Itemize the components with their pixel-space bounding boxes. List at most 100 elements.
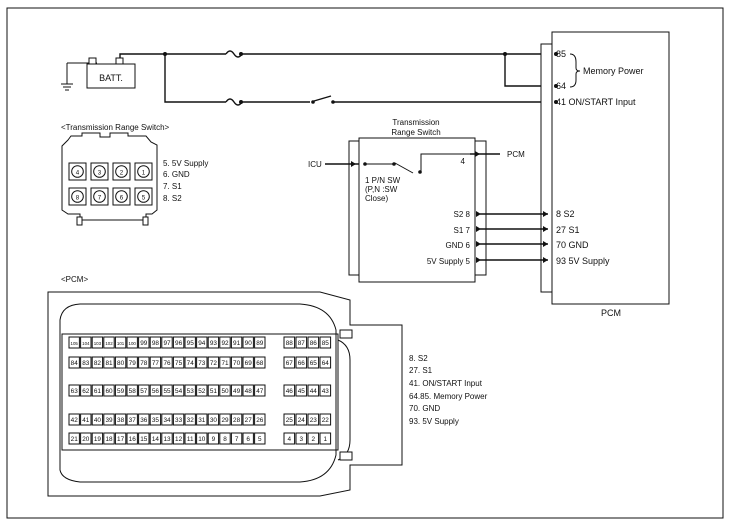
pcm-pin-number: 90 (245, 340, 253, 347)
pcm-pin-number: 81 (105, 360, 113, 367)
pcm-pin-cell (126, 432, 138, 445)
pcm-pin-cell (230, 413, 243, 426)
pcm-pin-number: 1 (324, 436, 328, 443)
pcm-pin-number: 72 (210, 360, 218, 367)
pcm-pin-number: 104 (82, 341, 90, 346)
pcm-pin-number: 80 (117, 360, 125, 367)
pcm-terminal-8: 8 S2 (556, 209, 575, 219)
pcm-pin-cell (91, 336, 104, 349)
pcm-pin-number: 85 (322, 340, 330, 347)
pcm-pin-cell (242, 413, 254, 426)
pcm-pin-cell (219, 432, 231, 445)
pcm-pin-number: 32 (187, 417, 195, 424)
trs-pin-number: 3 (98, 170, 102, 177)
pcm-pin-cell (319, 384, 332, 397)
pcm-pin-number: 96 (175, 340, 183, 347)
battery-group: BATT. (61, 57, 136, 91)
pcm-pin-cell (319, 356, 332, 369)
pcm-pin-number: 7 (235, 436, 239, 443)
pcm-pin-number: 29 (221, 417, 229, 424)
pcm-pin-cell (295, 432, 308, 445)
pcm-pin-number: 97 (163, 340, 171, 347)
pcm-pin-number: 38 (117, 417, 125, 424)
pcm-pin-cell (242, 336, 254, 349)
pcm-pin-number: 83 (82, 360, 90, 367)
pcm-pin-number: 43 (322, 388, 330, 395)
pcm-pin-cell (149, 432, 162, 445)
pcm-pin-cell (149, 336, 162, 349)
pcm-pin-number: 93 (210, 340, 218, 347)
pcm-pin-number: 20 (82, 436, 90, 443)
pcm-pin-number: 57 (140, 388, 148, 395)
trs-pin-4: 4 (461, 157, 466, 166)
fuse-icon (225, 50, 243, 58)
pcm-pin-number: 22 (322, 417, 330, 424)
pcm-pin-number: 69 (245, 360, 253, 367)
signal-wires (476, 211, 548, 263)
pcm-pin-number: 95 (187, 340, 195, 347)
pcm-pin-cell (161, 336, 173, 349)
pcm-pin-number: 42 (71, 417, 79, 424)
pcm-pin-cell (283, 336, 296, 349)
pcm-pin-cell (114, 336, 127, 349)
pcm-pin-cell (172, 384, 185, 397)
pcm-pin-number: 16 (129, 436, 137, 443)
pcm-pin-number: 31 (198, 417, 206, 424)
trs-pin-gnd: GND 6 (446, 241, 471, 250)
pcm-pin-number: 84 (71, 360, 79, 367)
trs-pin-number: 1 (142, 170, 146, 177)
pcm-pin-cell (242, 432, 254, 445)
pcm-pin-number: 86 (310, 340, 318, 347)
pcm-pin-number: 23 (310, 417, 318, 424)
pcm-pin-number: 105 (71, 341, 79, 346)
pcm-pin-cell (114, 384, 127, 397)
pcm-pin-cell (80, 413, 92, 426)
pcm-pin-cell (126, 413, 138, 426)
pcm-pin-cell (196, 384, 208, 397)
pcm-pin-cell (80, 356, 92, 369)
pcm-pin-number: 70 (233, 360, 241, 367)
trs-pin-5v: 5V Supply 5 (427, 257, 471, 266)
pcm-pin-number: 11 (187, 436, 194, 443)
pcm-module: 85 64 41 ON/START Input Memory Power 8 S… (540, 31, 670, 318)
pcm-pin-cell (126, 336, 138, 349)
trs-pin-number: 6 (120, 195, 124, 202)
pcm-pin-number: 91 (233, 340, 241, 347)
pcm-legend-item: 70. GND (409, 404, 440, 413)
pcm-pin-cell (184, 413, 196, 426)
pcm-pin-cell (172, 336, 185, 349)
pcm-pin-number: 94 (198, 340, 206, 347)
pcm-pin-cell (161, 356, 173, 369)
pcm-pin-number: 82 (94, 360, 102, 367)
pcm-pin-cell (103, 384, 115, 397)
pcm-pin-number: 101 (117, 341, 125, 346)
trs-pin-socket (115, 190, 128, 203)
pcm-pin-cell (207, 356, 220, 369)
pcm-pin-cell (103, 356, 115, 369)
trs-legend-item: 5. 5V Supply (163, 159, 208, 168)
trs-pin-s2: S2 8 (454, 210, 471, 219)
pcm-pin-cell (307, 336, 320, 349)
pcm-pin-cell (254, 432, 266, 445)
pcm-pin-number: 75 (175, 360, 183, 367)
trs-pin-socket (71, 165, 84, 178)
pcm-pin-cell (138, 384, 150, 397)
pcm-pin-cell (283, 384, 296, 397)
pcm-pin-number: 37 (129, 417, 137, 424)
pcm-pin-cell (254, 384, 266, 397)
pcm-pin-cell (161, 432, 173, 445)
pcm-pin-number: 47 (256, 388, 264, 395)
pcm-pin-cell (295, 413, 308, 426)
pcm-pin-cell (149, 384, 162, 397)
pcm-terminal-70: 70 GND (556, 240, 589, 250)
pn-sw-line3: Close) (365, 194, 388, 203)
trs-pin-s1: S1 7 (454, 226, 471, 235)
pcm-pin-number: 51 (210, 388, 218, 395)
pcm-pin-cell (172, 356, 185, 369)
pcm-pin-number: 88 (286, 340, 294, 347)
pcm-pin-cell (254, 336, 266, 349)
pcm-pin-cell (126, 356, 138, 369)
pcm-pin-number: 9 (212, 436, 216, 443)
pcm-legend-item: 8. S2 (409, 354, 428, 363)
